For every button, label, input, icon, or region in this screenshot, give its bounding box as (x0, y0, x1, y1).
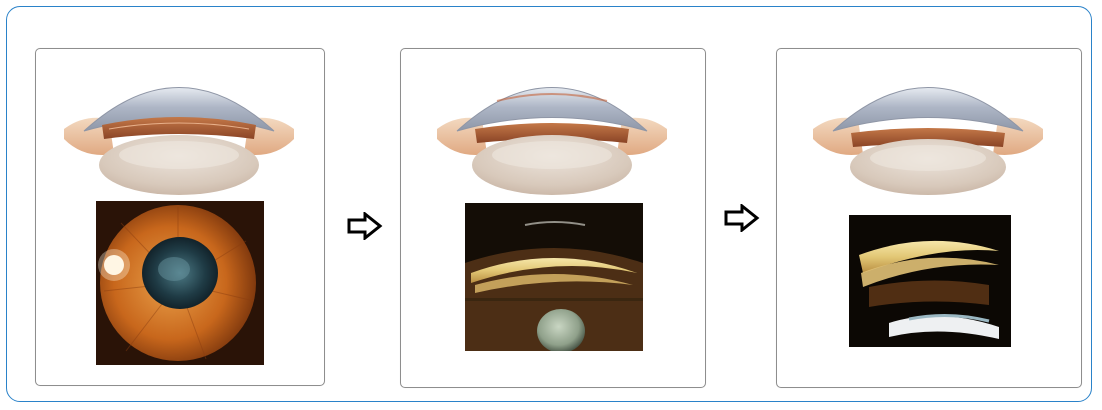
stage-panel-1 (35, 48, 325, 386)
slit-lamp-photo-3 (849, 215, 1011, 347)
iris-photo (96, 201, 264, 365)
right-arrow-icon (347, 212, 383, 240)
stage-panel-3 (776, 48, 1082, 388)
anterior-chamber-diagram-3 (803, 59, 1053, 199)
anterior-chamber-diagram-1 (54, 59, 304, 199)
anterior-chamber-diagram-2 (427, 59, 677, 199)
stage-panel-2 (400, 48, 706, 388)
right-arrow-icon (724, 204, 760, 232)
slit-lamp-photo-2 (465, 203, 643, 351)
